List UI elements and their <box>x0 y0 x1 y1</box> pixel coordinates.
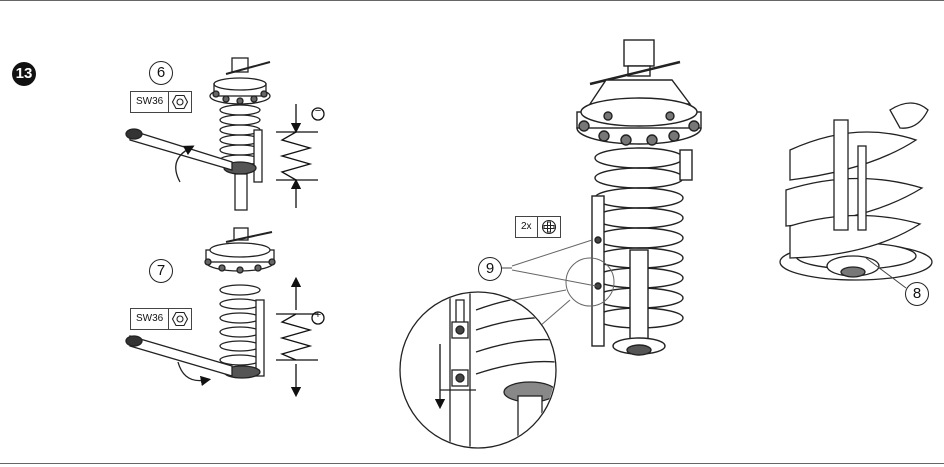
figure-6-actuator <box>125 57 271 211</box>
wrench-size-label-2: SW36 <box>131 309 170 329</box>
main-valve-actuator <box>576 39 702 356</box>
screw-quantity-label: 2x <box>516 217 538 237</box>
callout-7: 7 <box>149 259 173 283</box>
callout-6: 6 <box>149 61 173 85</box>
wrench-size-label: SW36 <box>131 92 170 112</box>
bottom-rule <box>0 463 944 464</box>
detail-zoom-circle <box>399 291 557 449</box>
hex-nut-icon-2 <box>169 309 191 329</box>
step-number-badge: 13 <box>12 62 36 86</box>
minus-sign: − <box>314 105 322 117</box>
spring-compress-symbol <box>276 104 325 208</box>
spring-closeup <box>779 102 933 281</box>
wrench-size-tag-1: SW36 <box>130 91 193 113</box>
callout-8: 8 <box>905 282 929 306</box>
spring-extend-symbol <box>276 276 325 398</box>
screw-quantity-tag: 2x <box>515 216 561 238</box>
plus-sign: + <box>314 309 322 321</box>
callout-8-leader <box>865 257 907 289</box>
wrench-icon <box>129 129 233 171</box>
figure-7-actuator <box>125 227 276 387</box>
phillips-screw-icon <box>538 217 560 237</box>
figure-7-spring <box>219 284 261 366</box>
callout-9: 9 <box>478 257 502 281</box>
hex-nut-icon <box>169 92 191 112</box>
top-rule <box>0 0 944 1</box>
wrench-size-tag-2: SW36 <box>130 308 193 330</box>
